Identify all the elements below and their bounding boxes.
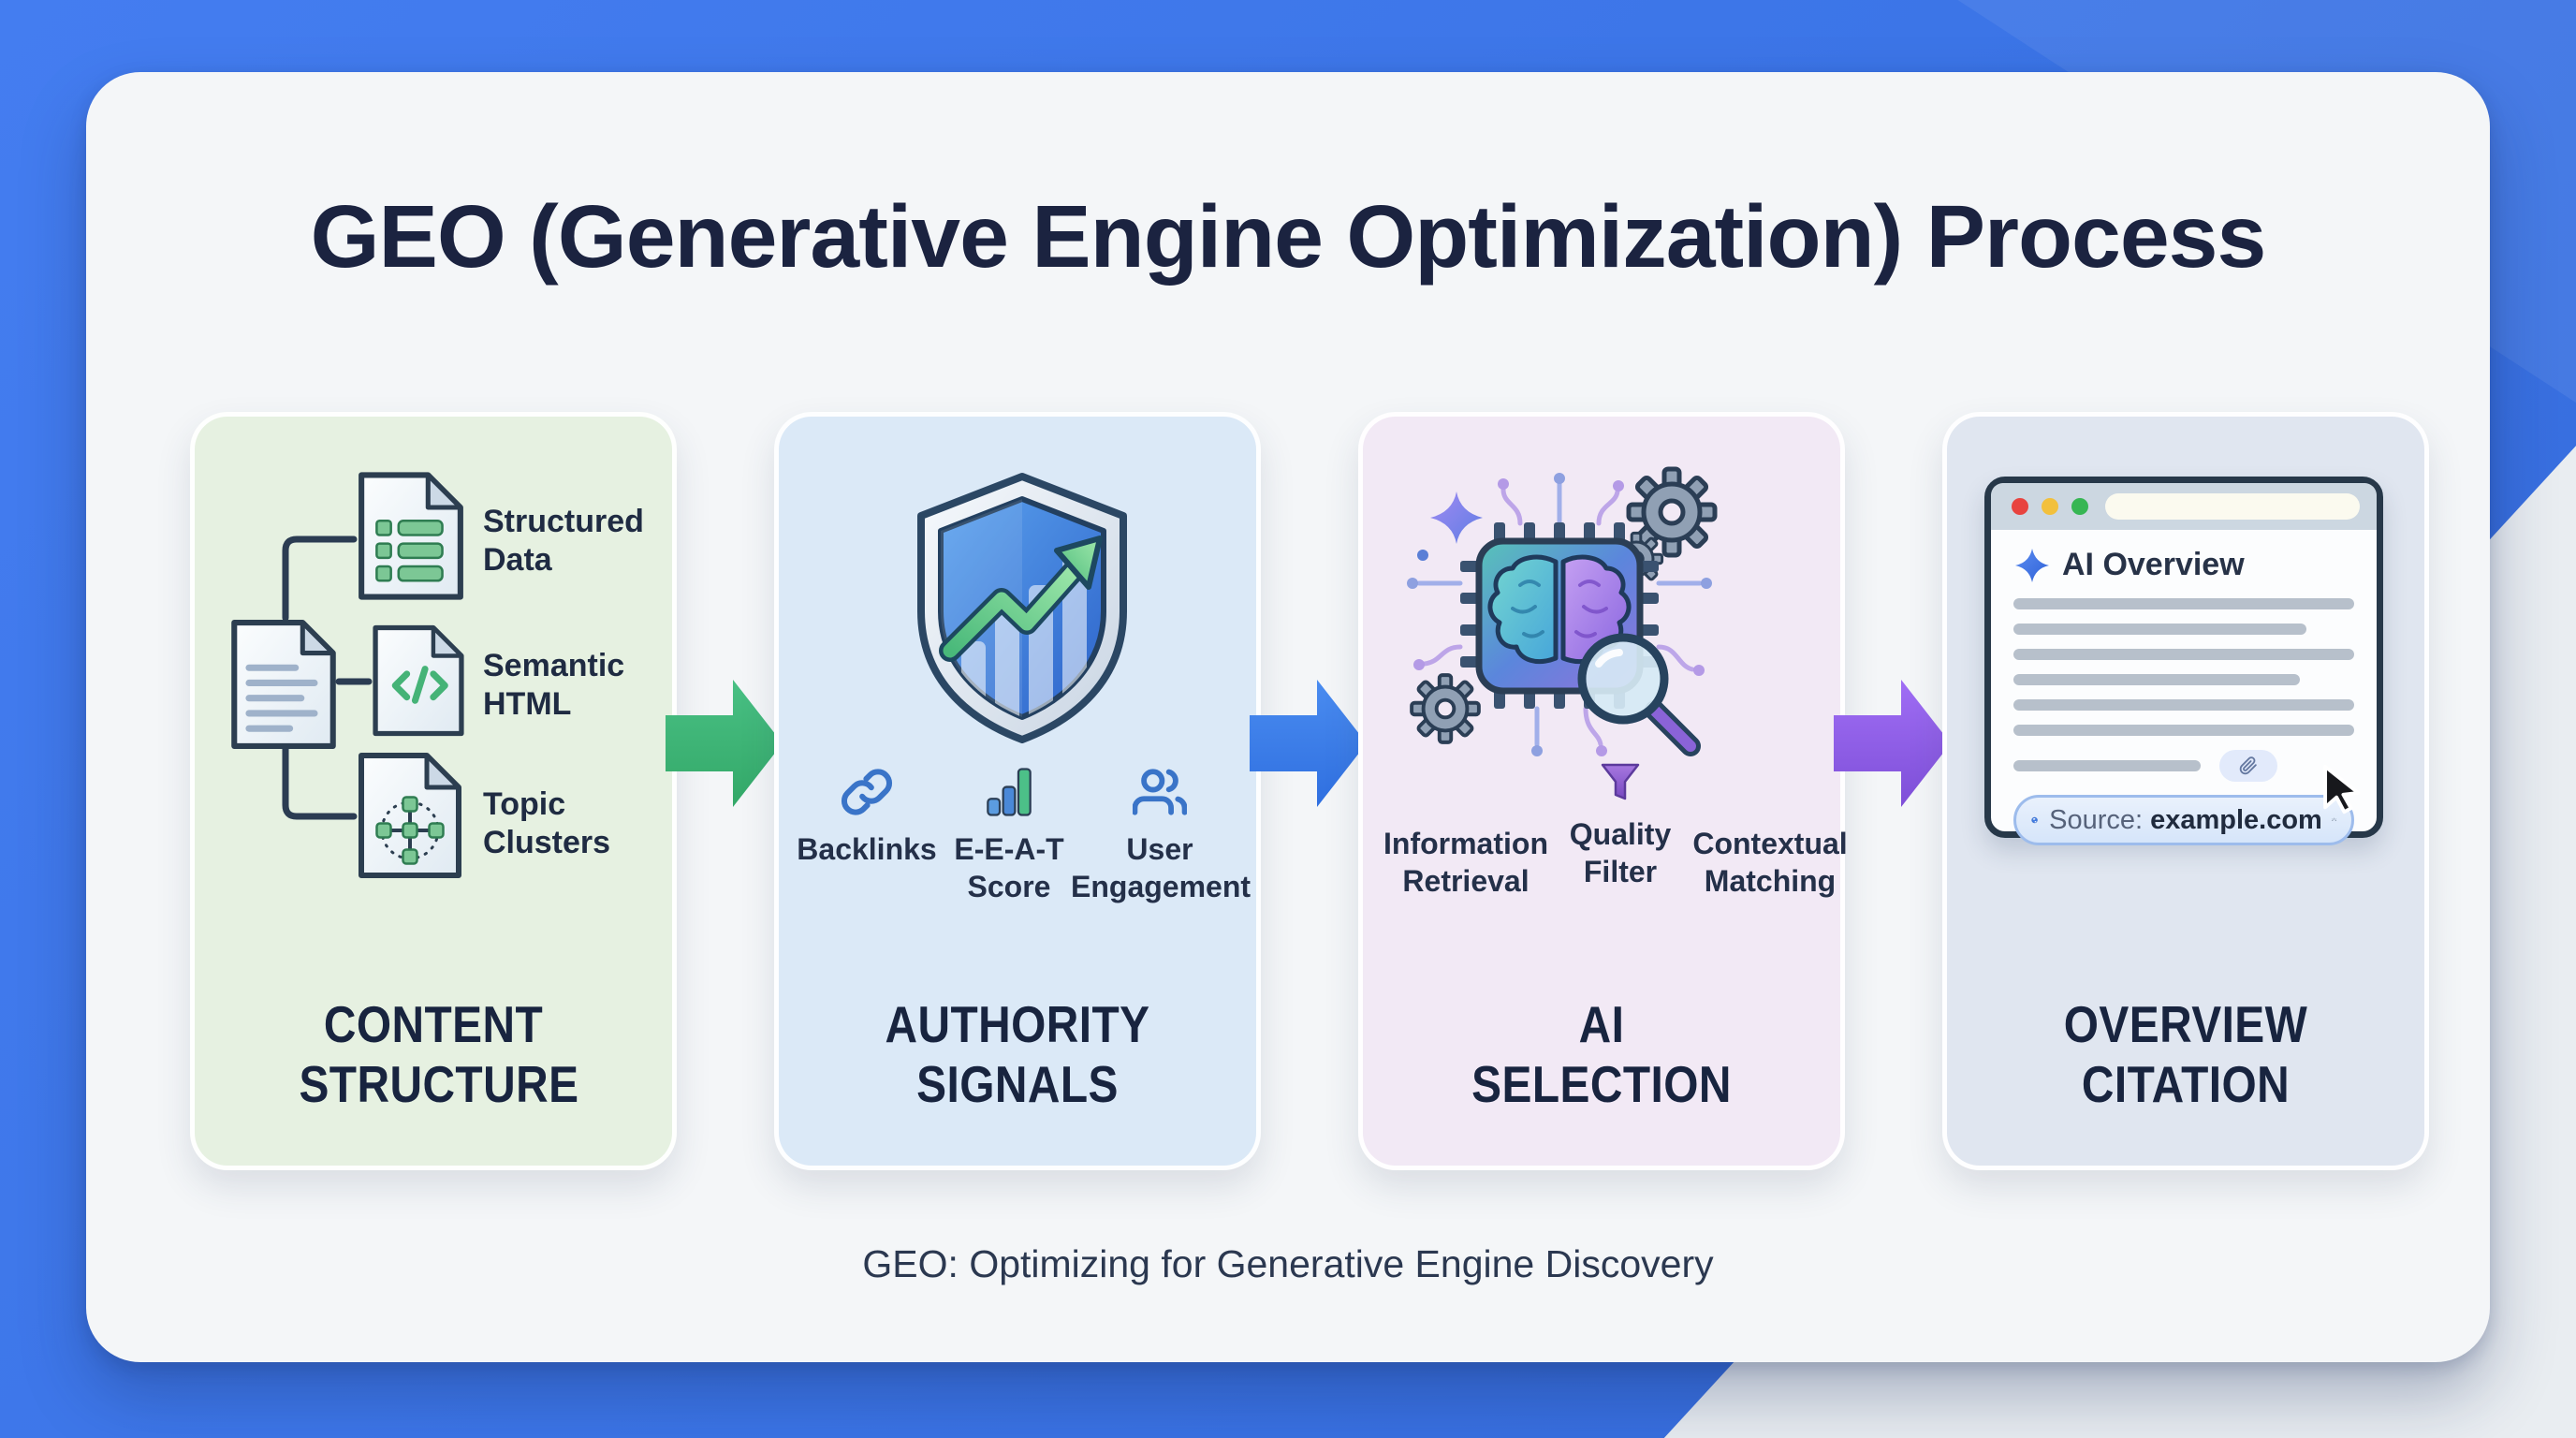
shield-growth-icon bbox=[917, 473, 1127, 743]
item-label-structured-data: Structured Data bbox=[483, 504, 644, 578]
text-skeleton-line bbox=[2013, 598, 2354, 609]
item-user-engagement: User Engagement bbox=[1071, 765, 1251, 905]
bar-chart-icon bbox=[987, 768, 1032, 816]
source-label: Source: bbox=[2049, 804, 2144, 835]
item-quality-filter: Quality Filter bbox=[1559, 761, 1681, 900]
funnel-icon bbox=[1601, 763, 1640, 800]
text-skeleton-line bbox=[2013, 725, 2354, 736]
main-panel: GEO (Generative Engine Optimization) Pro… bbox=[86, 72, 2490, 1362]
arrow-right-blue bbox=[1250, 680, 1367, 807]
page-title: GEO (Generative Engine Optimization) Pro… bbox=[310, 187, 2267, 286]
browser-titlebar bbox=[1991, 483, 2377, 530]
sparkle-icon bbox=[1430, 492, 1483, 544]
item-label-quality-filter: Quality Filter bbox=[1569, 817, 1672, 888]
sparkle-icon bbox=[2015, 548, 2049, 582]
code-document-icon bbox=[373, 624, 464, 737]
url-bar bbox=[2105, 493, 2360, 520]
click-burst-icon bbox=[2331, 817, 2336, 821]
arrow-right-green bbox=[666, 680, 783, 807]
browser-window-icon: AI Overview bbox=[1984, 477, 2383, 845]
card-title-content-structure: CONTENT STRUCTURE bbox=[299, 995, 579, 1113]
window-maximize-dot bbox=[2071, 498, 2088, 515]
card-ai-selection: Information Retrieval Quality Filter Con… bbox=[1358, 412, 1848, 1170]
card-content-structure: Structured Data Semantic HTML Topic Clus… bbox=[190, 412, 677, 1170]
topic-cluster-document-icon bbox=[359, 753, 461, 878]
item-contextual-matching: Contextual Matching bbox=[1681, 814, 1859, 900]
card-title-authority-signals: AUTHORITY SIGNALS bbox=[885, 995, 1150, 1113]
source-citation-pill: Source: example.com bbox=[2013, 795, 2354, 845]
card-title-ai-selection: AI SELECTION bbox=[1471, 995, 1732, 1113]
text-skeleton-line bbox=[2013, 674, 2300, 685]
item-label-semantic-html: Semantic HTML bbox=[483, 648, 625, 722]
item-label-information-retrieval: Information Retrieval bbox=[1383, 827, 1548, 898]
text-skeleton-line bbox=[2013, 760, 2202, 771]
item-label-user-engagement: User Engagement bbox=[1071, 832, 1251, 903]
item-backlinks: Backlinks bbox=[796, 765, 938, 905]
link-icon bbox=[841, 769, 893, 815]
arrow-right-purple bbox=[1834, 680, 1951, 807]
item-label-backlinks: Backlinks bbox=[797, 832, 937, 866]
text-skeleton-line bbox=[2013, 624, 2307, 635]
window-minimize-dot bbox=[2042, 498, 2058, 515]
connector-lines bbox=[282, 536, 373, 820]
card-title-overview-citation: OVERVIEW CITATION bbox=[2063, 995, 2308, 1113]
paperclip-icon bbox=[2239, 756, 2257, 775]
globe-icon bbox=[2031, 816, 2038, 824]
ai-overview-heading: AI Overview bbox=[2062, 547, 2245, 582]
footer-caption: GEO: Optimizing for Generative Engine Di… bbox=[862, 1242, 1714, 1285]
item-label-topic-clusters: Topic Clusters bbox=[483, 786, 611, 860]
ai-chip-brain-icon bbox=[1407, 463, 1850, 756]
card-authority-signals: Backlinks E-E-A-T Score bbox=[774, 412, 1261, 1170]
cursor-arrow-icon bbox=[2323, 764, 2361, 814]
text-skeleton-line bbox=[2013, 699, 2354, 711]
structured-data-document-icon bbox=[359, 472, 463, 600]
source-domain: example.com bbox=[2150, 804, 2322, 835]
citation-link-chip bbox=[2219, 750, 2278, 782]
users-icon bbox=[1133, 769, 1187, 815]
text-skeleton-line bbox=[2013, 649, 2354, 660]
item-information-retrieval: Information Retrieval bbox=[1372, 814, 1559, 900]
window-close-dot bbox=[2012, 498, 2028, 515]
document-tree-icon bbox=[231, 620, 336, 749]
item-label-eeat-score: E-E-A-T Score bbox=[954, 832, 1064, 903]
card-overview-citation: AI Overview bbox=[1942, 412, 2429, 1170]
item-label-contextual-matching: Contextual Matching bbox=[1692, 827, 1848, 898]
item-eeat-score: E-E-A-T Score bbox=[938, 765, 1080, 905]
magnifier-icon bbox=[1577, 633, 1701, 756]
browser-content: AI Overview bbox=[1991, 530, 2377, 845]
